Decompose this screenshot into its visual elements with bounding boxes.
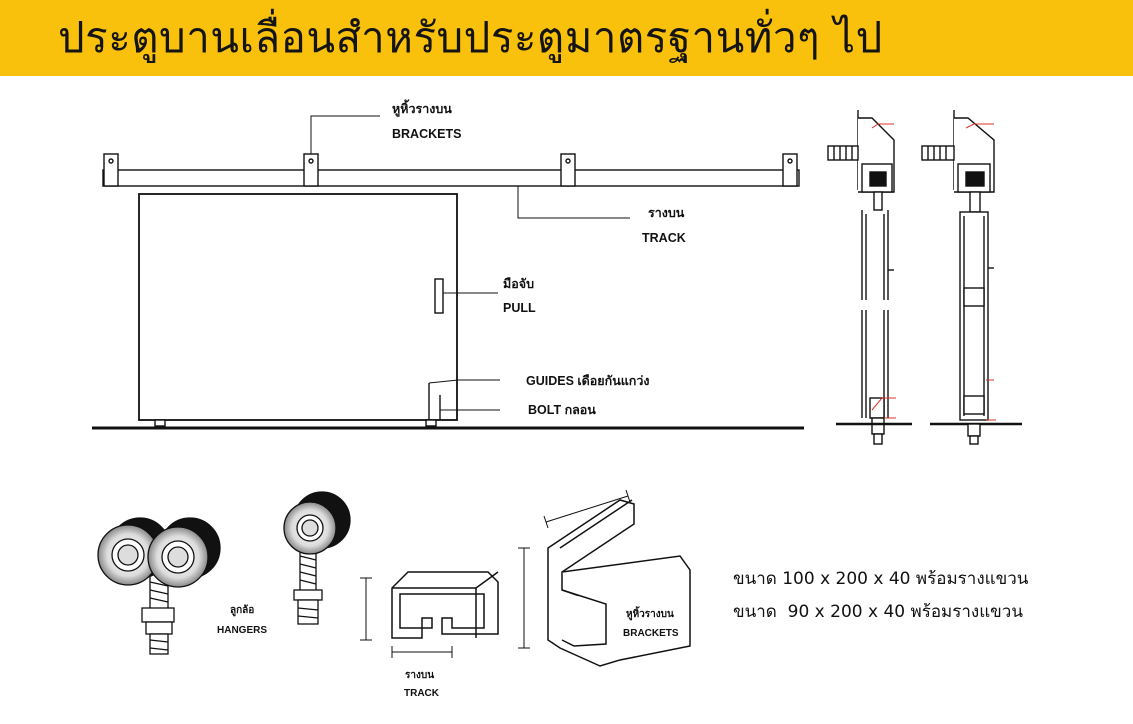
track-bottom-label-en: TRACK [404,688,439,699]
brackets-label-th: หูหิ้วรางบน [392,102,452,116]
door-panel [138,193,458,421]
side-section-right [921,110,1022,445]
track-bottom-label-th: รางบน [405,670,435,681]
bracket-profile [518,489,691,667]
spec-line-2: ขนาด 90 x 200 x 40 พร้อมรางแขวน [733,602,1023,622]
pull-handle [434,278,444,314]
hangers-label-th: ลูกล้อ [230,605,255,616]
side-section-left [827,110,912,445]
front-elevation [92,115,804,430]
header-banner: ประตูบานเลื่อนสำหรับประตูมาตรฐานทั่วๆ ไป [0,0,1133,76]
track-label-en: TRACK [642,231,686,245]
pull-label-th: มือจับ [503,277,535,291]
spec-line-1: ขนาด 100 x 200 x 40 พร้อมรางแขวน [733,569,1029,589]
pull-label-en: PULL [503,301,536,315]
bolt-label: BOLT กลอน [528,403,596,417]
hanger-single [283,491,351,625]
page-title: ประตูบานเลื่อนสำหรับประตูมาตรฐานทั่วๆ ไป [58,13,883,62]
guides-label: GUIDES เดือยกันแกว่ง [526,374,650,388]
brackets-bottom-label-th: หูหิ้วรางบน [626,609,674,620]
track-label-th: รางบน [648,206,685,220]
top-track-bar [102,169,800,187]
brackets-label-en: BRACKETS [392,127,462,141]
track-profile [360,571,499,658]
brackets-bottom-label-en: BRACKETS [623,628,679,639]
hanger-double [97,517,221,655]
hangers-label-en: HANGERS [217,625,268,636]
